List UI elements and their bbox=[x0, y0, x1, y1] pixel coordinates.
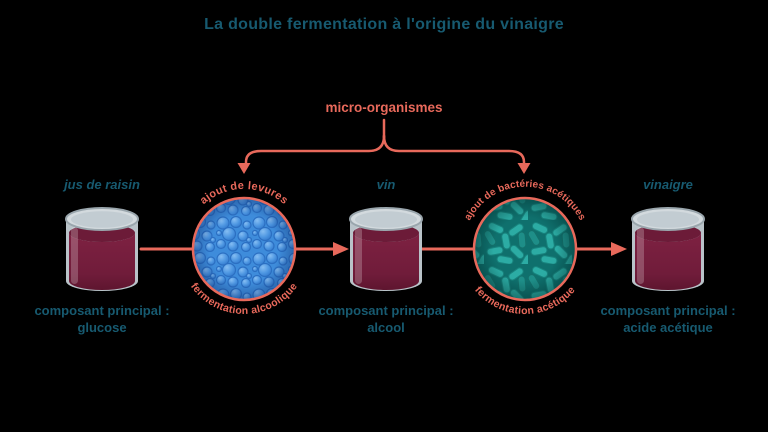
flow-arrow-to-vin-icon bbox=[333, 242, 349, 256]
page-title: La double fermentation à l'origine du vi… bbox=[204, 16, 564, 33]
component-caption-glucose: composant principal : glucose bbox=[0, 302, 207, 336]
levures-circle-icon bbox=[191, 196, 297, 302]
stage-label-vinaigre: vinaigre bbox=[643, 177, 693, 192]
micro-organismes-bracket bbox=[237, 118, 531, 174]
micro-arrow-right-icon bbox=[517, 163, 531, 174]
stage-label-jus-de-raisin: jus de raisin bbox=[64, 177, 140, 192]
stage-label-vin: vin bbox=[376, 177, 396, 192]
component-caption-alcool: composant principal : alcool bbox=[281, 302, 491, 336]
flow-arrow-to-vinaigre-icon bbox=[611, 242, 627, 256]
component-label: composant principal : bbox=[600, 303, 736, 318]
micro-arrow-left-icon bbox=[237, 163, 251, 174]
beaker-jus-de-raisin-icon bbox=[65, 207, 139, 292]
component-value: alcool bbox=[367, 320, 405, 335]
bacteries-acetiques-circle-icon bbox=[472, 196, 578, 302]
component-label: composant principal : bbox=[34, 303, 170, 318]
beaker-vinaigre-icon bbox=[631, 207, 705, 292]
component-value: glucose bbox=[77, 320, 127, 335]
component-caption-acide-acetique: composant principal : acide acétique bbox=[563, 302, 768, 336]
component-label: composant principal : bbox=[318, 303, 454, 318]
flow-connectors bbox=[139, 242, 627, 256]
micro-organismes-label: micro-organismes bbox=[325, 100, 443, 115]
component-value: acide acétique bbox=[623, 320, 713, 335]
beaker-vin-icon bbox=[349, 207, 423, 292]
